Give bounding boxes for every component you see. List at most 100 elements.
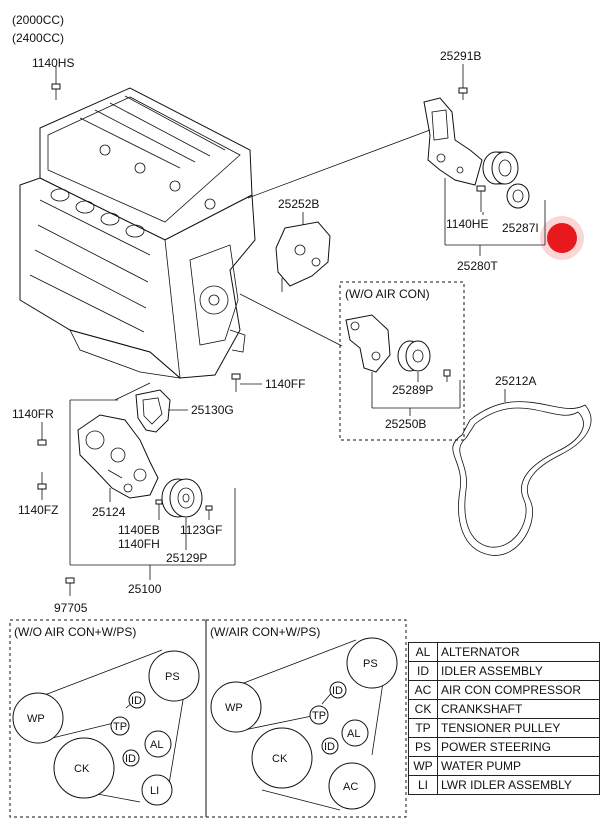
svg-text:AC: AC	[343, 781, 358, 793]
pulley-id2-left	[122, 749, 140, 767]
label-wo-air-con: (W/O AIR CON)	[345, 287, 430, 301]
label-25287i[interactable]: 25287I	[502, 221, 539, 235]
label-25130g[interactable]: 25130G	[191, 403, 234, 417]
pulley-ps-right	[346, 637, 398, 689]
pulley-al-right	[341, 719, 369, 747]
label-25250b[interactable]: 25250B	[385, 417, 426, 431]
bolt-1140fz	[37, 472, 47, 500]
highlight-marker	[547, 223, 577, 253]
label-1140eb[interactable]: 1140EB	[118, 523, 160, 537]
svg-text:AL: AL	[150, 739, 163, 751]
engine-block-illustration	[19, 87, 256, 379]
highlight-marker-glow	[540, 216, 584, 260]
pulley-wp-right	[210, 681, 262, 733]
legend-code: ID	[408, 661, 438, 681]
legend-name: ALTERNATOR	[437, 642, 600, 662]
pulley-ck-left	[53, 737, 115, 799]
legend-name: TENSIONER PULLEY	[437, 718, 600, 738]
svg-text:WP: WP	[27, 713, 45, 725]
label-1140he[interactable]: 1140HE	[446, 217, 488, 231]
legend-name: LWR IDLER ASSEMBLY	[437, 775, 600, 795]
legend-name: WATER PUMP	[437, 756, 600, 776]
bolt-1140hs	[51, 66, 61, 100]
label-1140fz[interactable]: 1140FZ	[18, 503, 58, 517]
label-1123gf[interactable]: 1123GF	[180, 523, 222, 537]
pulley-tp-right	[309, 705, 329, 725]
engine-variant-2000: (2000CC)	[12, 13, 64, 27]
routing-box-left	[9, 619, 207, 818]
wo-air-con-box	[339, 281, 465, 441]
pulley-ac-right	[328, 762, 376, 810]
pulley-tp-left	[110, 716, 130, 736]
svg-text:ID: ID	[332, 685, 343, 697]
legend-name: CRANKSHAFT	[437, 699, 600, 719]
legend-code: LI	[408, 775, 438, 795]
pulley-id-left	[128, 691, 146, 709]
svg-text:CK: CK	[74, 763, 90, 775]
svg-text:CK: CK	[272, 753, 288, 765]
drive-belt-illustration	[452, 401, 592, 556]
legend-code: PS	[408, 737, 438, 757]
legend-code: CK	[408, 699, 438, 719]
engine-variant-2400: (2400CC)	[12, 31, 64, 45]
label-25291b[interactable]: 25291B	[440, 49, 481, 63]
bolt-1140fr	[37, 422, 47, 446]
legend-name: AIR CON COMPRESSOR	[437, 680, 600, 700]
pulley-id-right	[329, 681, 347, 699]
bolt-97705	[65, 577, 75, 596]
label-25129p[interactable]: 25129P	[166, 551, 207, 565]
label-25289p[interactable]: 25289P	[392, 383, 433, 397]
bolt-1140he	[476, 185, 486, 212]
legend-code: AC	[408, 680, 438, 700]
bolt-25291b	[458, 87, 468, 100]
svg-text:TP: TP	[312, 710, 326, 722]
idler-pulley-aircon-illustration	[397, 340, 431, 372]
label-25212a[interactable]: 25212A	[495, 374, 536, 388]
label-97705[interactable]: 97705	[54, 601, 88, 615]
label-1140fr[interactable]: 1140FR	[12, 407, 54, 421]
label-wo-air-con-ps: (W/O AIR CON+W/PS)	[14, 625, 136, 639]
water-pump-illustration	[77, 414, 159, 499]
label-1140fh[interactable]: 1140FH	[118, 537, 160, 551]
tensioner-pulley-illustration	[482, 151, 519, 185]
svg-text:PS: PS	[165, 671, 180, 683]
legend-code: WP	[408, 756, 438, 776]
label-25124[interactable]: 25124	[92, 505, 126, 519]
bracket-25252b-illustration	[275, 221, 331, 292]
pulley-ck-right	[251, 727, 313, 789]
pulley-wp-left	[12, 692, 64, 744]
svg-text:WP: WP	[225, 702, 243, 714]
pulley-al-left	[144, 730, 172, 758]
pulley-li-left	[141, 774, 173, 806]
tensioner-bracket-illustration	[423, 97, 483, 186]
legend-name: POWER STEERING	[437, 737, 600, 757]
idler-bracket-aircon-illustration	[345, 314, 391, 373]
svg-text:TP: TP	[113, 721, 127, 733]
routing-right: PS ID WP TP AL ID CK AC	[210, 637, 398, 811]
gasket-illustration	[135, 389, 171, 433]
svg-text:ID: ID	[324, 741, 335, 753]
routing-left: PS ID WP TP AL ID CK LI	[12, 649, 200, 806]
label-25252b[interactable]: 25252B	[278, 197, 319, 211]
label-25280t[interactable]: 25280T	[457, 259, 498, 273]
legend-name: IDLER ASSEMBLY	[437, 661, 600, 681]
pulley-id2-right	[321, 737, 339, 755]
pulley-ps-left	[148, 650, 200, 702]
bolt-1140eb	[155, 499, 163, 520]
label-1140ff[interactable]: 1140FF	[265, 377, 305, 391]
legend-code: AL	[408, 642, 438, 662]
label-25100[interactable]: 25100	[128, 582, 162, 596]
label-1140hs[interactable]: 1140HS	[32, 56, 74, 70]
svg-text:ID: ID	[125, 753, 136, 765]
svg-text:PS: PS	[363, 658, 378, 670]
